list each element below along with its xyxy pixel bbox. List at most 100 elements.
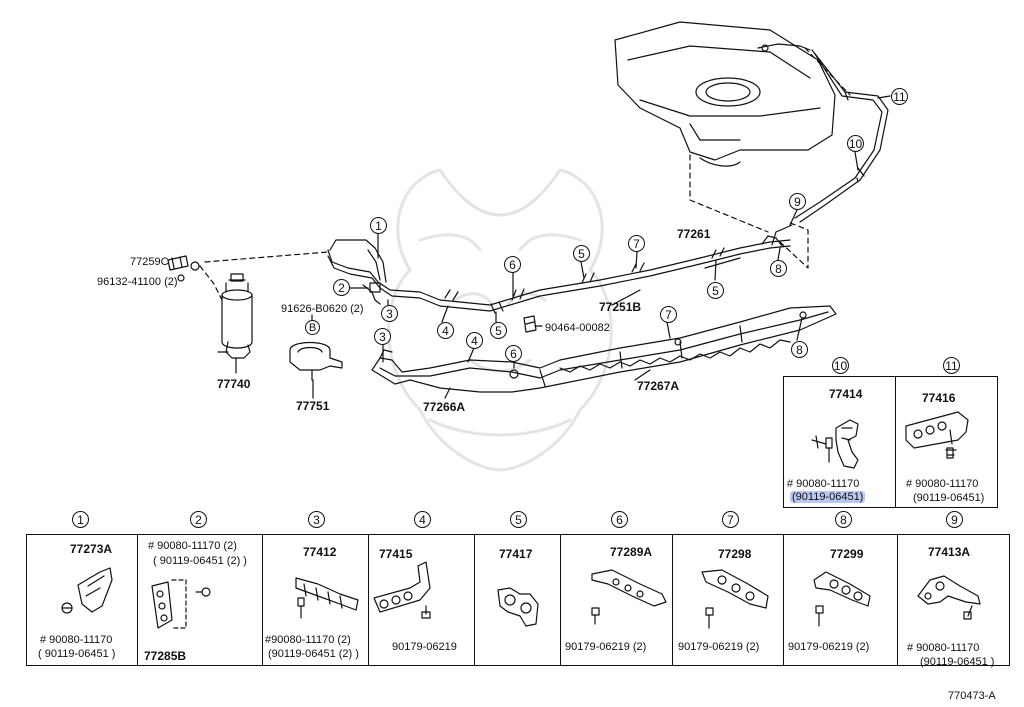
panel-4-line-1: 90179-06219 (392, 641, 457, 653)
label-77251b: 77251B (599, 300, 642, 314)
detail-strip (26, 534, 1010, 666)
label-96132: 96132-41100 (2) (97, 276, 178, 288)
callout-3: 3 (381, 305, 398, 322)
callout-5b: 5 (573, 245, 590, 262)
divider (474, 534, 476, 666)
panel-6-number: 6 (611, 511, 628, 528)
panel-7-number: 7 (722, 511, 739, 528)
panel-1-line-1: # 90080-11170 (40, 634, 113, 646)
callout-9: 9 (789, 193, 806, 210)
panel-3-line-2: (90119-06451 (2) ) (268, 648, 359, 660)
label-77259c: 77259C (130, 256, 169, 268)
panel-5-part: 77417 (499, 547, 533, 561)
callout-8: 8 (770, 260, 787, 277)
panel-2-part: 77285B (144, 649, 187, 663)
diagram-id: 770473-A (948, 690, 996, 702)
panel-1-part: 77273A (70, 542, 113, 556)
panel-3-line-1: #90080-11170 (2) (265, 634, 351, 646)
divider (897, 534, 899, 666)
panel-9-line-2: (90119-06451 ) (920, 656, 995, 668)
panel-11-number: 11 (943, 357, 960, 374)
clip-90464 (523, 315, 537, 333)
panel-10-line-2: (90119-06451) (790, 491, 866, 503)
callout-3b: 3 (374, 328, 391, 345)
panel-10-line-1: # 90080-11170 (787, 478, 860, 490)
dashed-leaders-tank (689, 47, 851, 269)
label-77267a: 77267A (637, 379, 680, 393)
callout-10: 10 (847, 135, 864, 152)
panel-3-number: 3 (308, 511, 325, 528)
dashed-leaders-left (199, 251, 329, 329)
label-77266a: 77266A (423, 400, 466, 414)
panel-10-part: 77414 (829, 387, 863, 401)
label-77751: 77751 (296, 399, 330, 413)
callout-b: B (305, 320, 320, 335)
panel-11-line-2: (90119-06451) (913, 492, 985, 504)
fuel-tank (614, 21, 836, 167)
sketch-77415 (373, 561, 431, 619)
panel-4-number: 4 (414, 511, 431, 528)
panel-2-number: 2 (190, 511, 207, 528)
divider (137, 534, 139, 666)
callout-11: 11 (891, 88, 908, 105)
panel-4-part: 77415 (379, 547, 413, 561)
panel-6-part: 77289A (610, 545, 653, 559)
callout-6: 6 (504, 256, 521, 273)
sketch-77414 (811, 419, 859, 469)
bracket-77751 (289, 341, 343, 381)
panel-9-part: 77413A (928, 545, 971, 559)
panel-7-line-1: 90179-06219 (2) (678, 641, 760, 653)
divider (560, 534, 562, 666)
label-77740: 77740 (217, 377, 251, 391)
label-90464: 90464-00082 (545, 322, 610, 334)
callout-4: 4 (437, 322, 454, 339)
panel-1-number: 1 (72, 511, 89, 528)
panel-6-line-1: 90179-06219 (2) (565, 641, 647, 653)
callout-4b: 4 (466, 332, 483, 349)
sketch-77413a (917, 575, 981, 620)
divider (672, 534, 674, 666)
lower-bracket-assembly (371, 305, 837, 393)
sketch-77298 (701, 569, 769, 629)
sketch-77273a (61, 567, 113, 614)
callout-1: 1 (370, 217, 387, 234)
hose-77259c (167, 255, 200, 282)
label-91626: 91626-B0620 (2) (281, 303, 364, 315)
panel-9-number: 9 (946, 511, 963, 528)
callout-6b: 6 (505, 345, 522, 362)
callout-8b: 8 (791, 341, 808, 358)
panel-11-part: 77416 (922, 391, 956, 405)
sketch-77289a (591, 569, 667, 625)
panel-9-line-1: # 90080-11170 (907, 642, 980, 654)
panel-11-line-1: # 90080-11170 (906, 478, 979, 490)
sketch-77417 (497, 587, 539, 627)
panel-10-number: 10 (832, 357, 849, 374)
callout-7: 7 (628, 235, 645, 252)
detail-panel-11 (895, 376, 998, 508)
panel-2-line-2: ( 90119-06451 (2) ) (153, 555, 247, 567)
panel-8-number: 8 (835, 511, 852, 528)
panel-2-line-1: # 90080-11170 (2) (148, 540, 237, 552)
panel-3-part: 77412 (303, 545, 337, 559)
tank-lines (771, 49, 889, 246)
watermark-emblem (387, 168, 613, 472)
panel-8-line-1: 90179-06219 (2) (788, 641, 870, 653)
divider (368, 534, 370, 666)
canister-77740 (217, 273, 253, 369)
panel-7-part: 77298 (718, 547, 752, 561)
panel-10-line-2-wrap: (90119-06451) (790, 491, 866, 503)
sketch-77299 (813, 571, 871, 627)
callout-leaders (235, 95, 891, 399)
divider (262, 534, 264, 666)
callout-7b: 7 (660, 306, 677, 323)
callout-2: 2 (333, 279, 350, 296)
sketch-77412 (295, 577, 359, 619)
label-77261: 77261 (677, 227, 711, 241)
panel-5-number: 5 (510, 511, 527, 528)
main-pipes (327, 235, 791, 314)
callout-5: 5 (490, 322, 507, 339)
sketch-77416 (905, 411, 969, 459)
panel-8-part: 77299 (830, 547, 864, 561)
